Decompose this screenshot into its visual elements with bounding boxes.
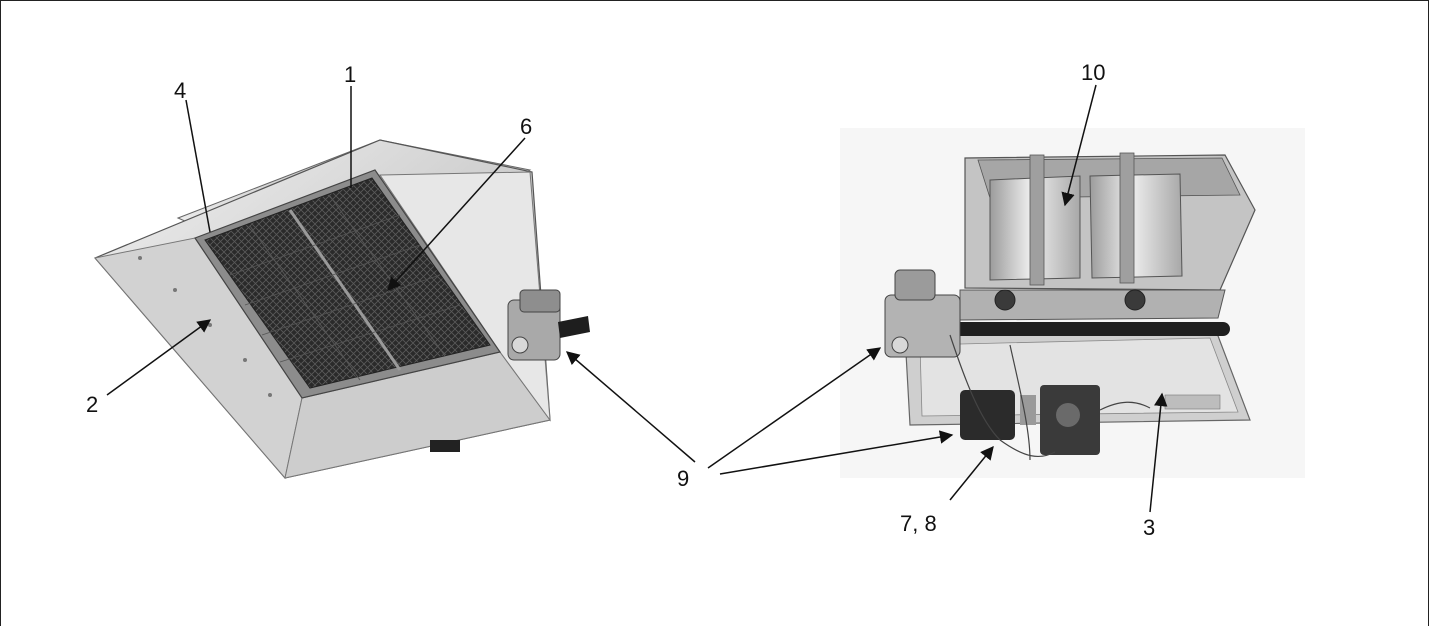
left-gas-valve-icon: [507, 289, 590, 361]
callout-3: 3: [1143, 515, 1155, 540]
callout-10: 10: [1081, 60, 1105, 85]
right-gas-valve-icon: [884, 269, 961, 358]
callout-9: 9: [677, 466, 689, 491]
right-heater-illustration: [840, 128, 1305, 478]
callout-4: 4: [174, 78, 186, 103]
control-box-icon: [960, 385, 1100, 455]
callout-1: 1: [344, 62, 356, 87]
callout-2: 2: [86, 392, 98, 417]
callout-7-8: 7, 8: [900, 511, 937, 536]
leader-lines: [106, 84, 1168, 513]
callout-6: 6: [520, 114, 532, 139]
left-heater-illustration: [94, 139, 590, 480]
